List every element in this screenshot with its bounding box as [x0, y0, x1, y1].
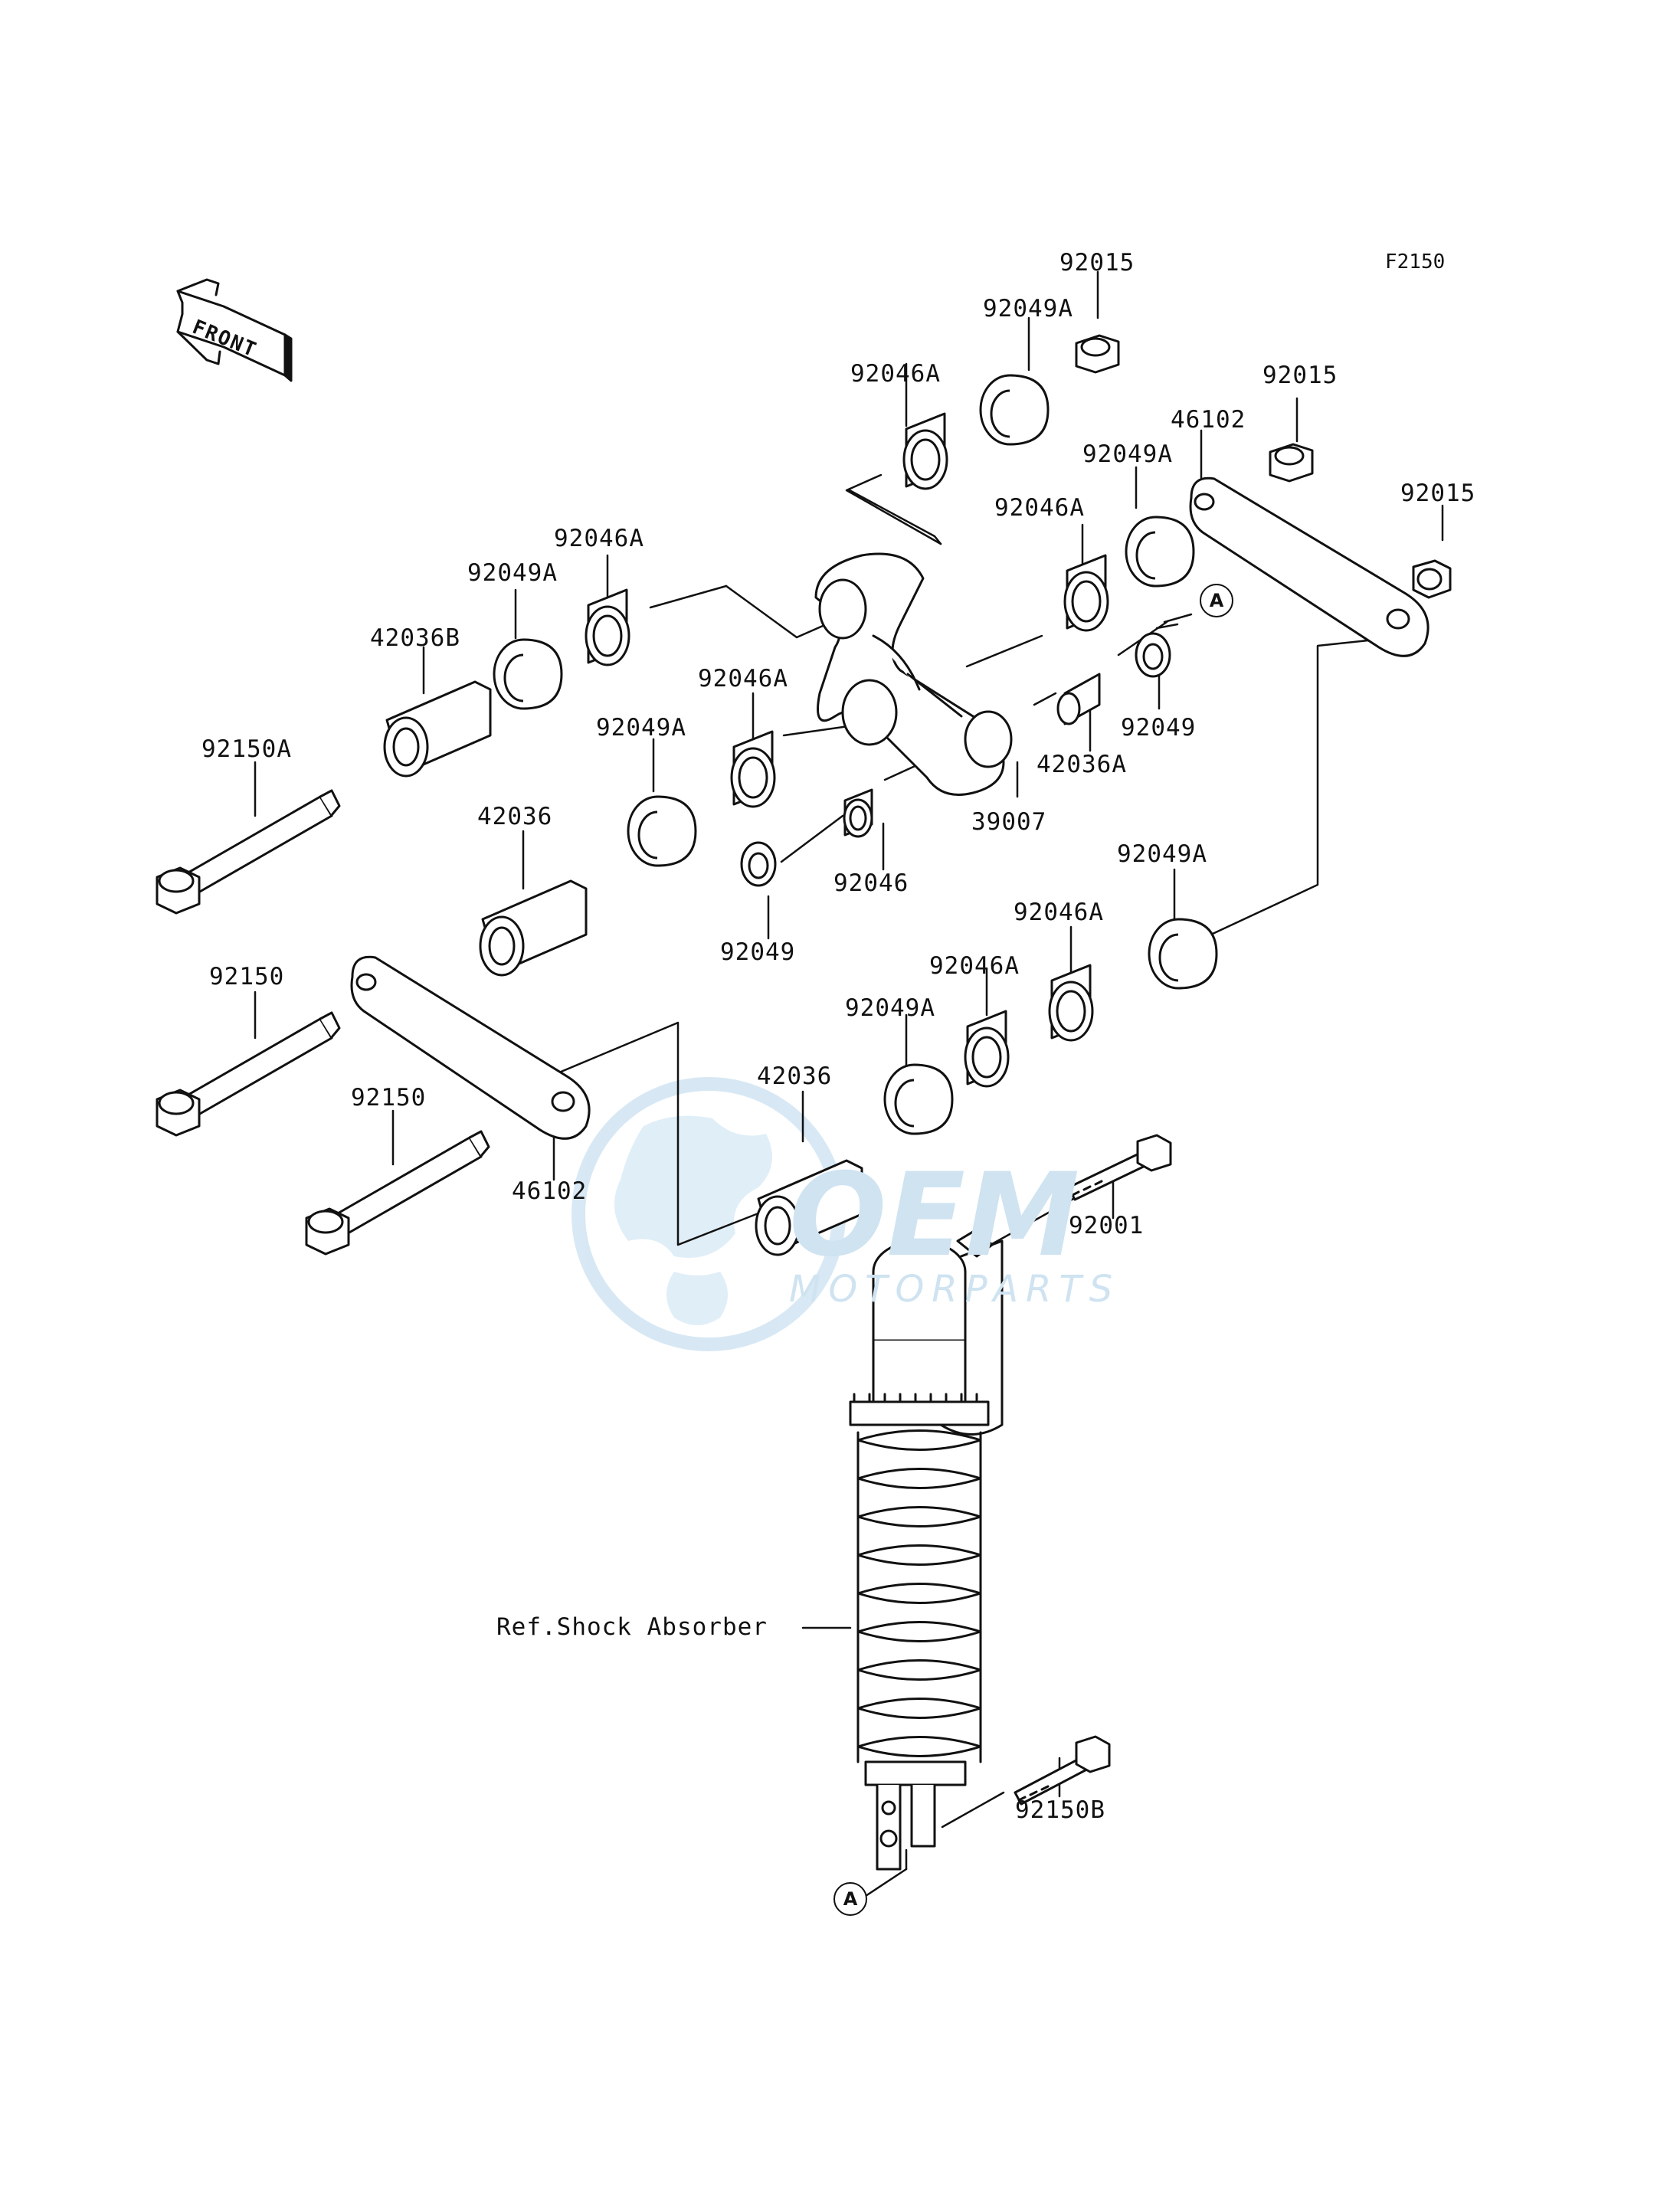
collar-42036-2 [755, 1159, 863, 1256]
bolt-92001 [1067, 1134, 1172, 1201]
nut-92015-right [1412, 559, 1452, 599]
bearing-92046A-4 [730, 730, 776, 808]
ref-circle-a-top: A [1200, 584, 1233, 617]
seal-92049A-5 [627, 795, 697, 867]
shock-absorber [849, 1228, 1004, 1871]
nut-92015-mid [1269, 443, 1314, 483]
bearing-92046A-6 [964, 1010, 1010, 1088]
bolt-92150B [1014, 1735, 1111, 1806]
label-92150-1: 92150 [209, 963, 285, 990]
bolt-92150A [156, 789, 341, 915]
watermark-main: OEM [789, 1149, 1080, 1282]
seal-92049A-2 [1125, 516, 1195, 588]
seal-92049A-6 [883, 1063, 954, 1135]
label-92046A-2: 92046A [994, 494, 1085, 522]
label-42036-1: 42036 [477, 803, 553, 830]
label-92046A-5: 92046A [1014, 899, 1104, 926]
label-92015-top: 92015 [1059, 249, 1135, 277]
rocker-arm-39007 [814, 552, 1013, 796]
label-ref-shock-absorber: Ref.Shock Absorber [496, 1613, 768, 1641]
label-92015-mid: 92015 [1262, 362, 1338, 389]
label-92049-left: 92049 [720, 938, 796, 966]
label-92049A-3: 92049A [467, 559, 558, 587]
bolt-92150-2 [305, 1130, 490, 1256]
label-92150B: 92150B [1015, 1796, 1105, 1824]
collar-42036B [383, 680, 492, 778]
collar-42036-1 [479, 879, 588, 977]
label-92001: 92001 [1069, 1212, 1145, 1239]
label-92049A-6: 92049A [845, 994, 935, 1022]
label-92049A-5: 92049A [1117, 840, 1207, 868]
seal-92049-right [1135, 632, 1171, 678]
label-92049A-2: 92049A [1082, 440, 1173, 468]
ref-circle-a-bottom: A [833, 1882, 867, 1916]
label-42036A: 42036A [1036, 751, 1127, 778]
label-92150A: 92150A [201, 735, 292, 763]
label-92046A-3: 92046A [554, 525, 644, 552]
label-92049A-1: 92049A [983, 295, 1073, 323]
label-92046A-4: 92046A [698, 665, 788, 692]
seal-92049-left [740, 841, 777, 887]
label-92046A-1: 92046A [850, 360, 941, 388]
nut-92015-top [1075, 334, 1120, 374]
label-92049-right: 92049 [1121, 714, 1197, 742]
bearing-92046A-2 [1063, 554, 1109, 632]
label-92046: 92046 [833, 869, 909, 897]
front-arrow-icon [176, 278, 293, 382]
tie-rod-46102-bottom [350, 955, 591, 1140]
tie-rod-46102-top [1189, 476, 1429, 657]
bearing-92046A-1 [902, 412, 948, 490]
leader-lines [254, 270, 1444, 1897]
bearing-92046A-5 [1048, 964, 1094, 1042]
seal-92049A-3 [493, 638, 563, 710]
bolt-92150-1 [156, 1011, 341, 1137]
label-92046A-6: 92046A [929, 952, 1020, 980]
label-92150-2: 92150 [351, 1084, 427, 1112]
label-46102-top: 46102 [1171, 406, 1246, 434]
seal-92049A-1 [979, 374, 1050, 446]
collar-42036A [1056, 673, 1101, 725]
label-39007: 39007 [971, 808, 1047, 836]
label-92015-right: 92015 [1400, 480, 1476, 507]
diagram-code: F2150 [1385, 250, 1446, 273]
label-92049A-4: 92049A [596, 714, 686, 742]
label-42036B: 42036B [370, 624, 460, 652]
bearing-92046A-3 [585, 588, 630, 666]
label-42036-2: 42036 [757, 1062, 833, 1090]
label-46102-bottom: 46102 [512, 1177, 588, 1205]
watermark-sub: MOTORPARTS [789, 1268, 1121, 1311]
seal-92049A-4 [1148, 918, 1218, 990]
bearing-92046 [843, 788, 873, 838]
